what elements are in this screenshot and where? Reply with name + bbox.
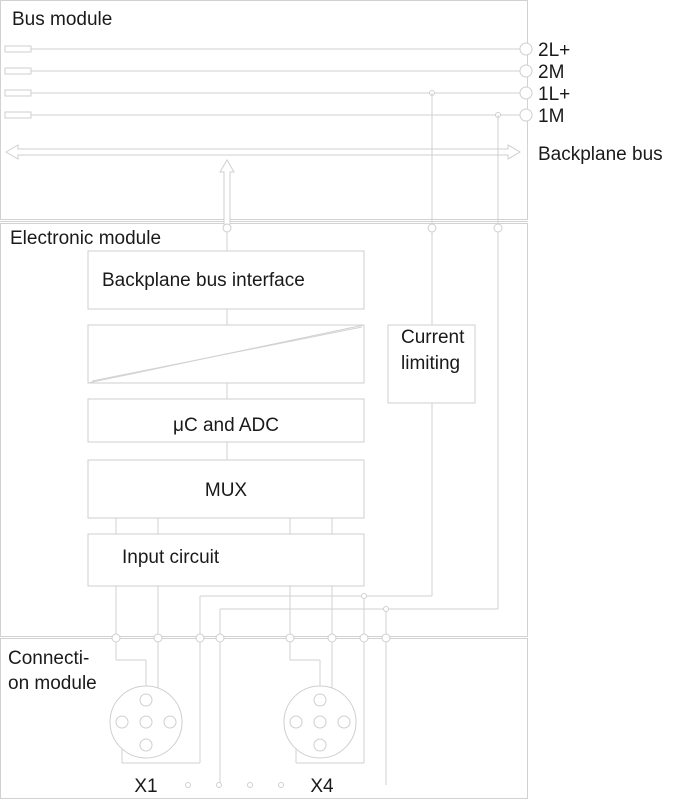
supply-distribution [199,593,498,634]
uc-adc-block [87,398,365,443]
rail-1l-terminal [519,86,533,100]
connector-ellipsis [185,782,284,788]
input-circuit-label: Input circuit [122,547,220,568]
rail-2m-terminal [519,64,533,78]
electronic-module-title: Electronic module [10,228,161,249]
bus-interface-block [87,250,365,310]
connection-module-title-line1: Connecti- [8,648,89,669]
backplane-bus-label: Backplane bus [538,144,663,165]
bus-module-title: Bus module [12,9,112,30]
uc-adc-label: μC and ADC [173,415,279,436]
backplane-bus-arrow [5,144,521,160]
x4-connector-icon [283,685,357,759]
connection-module-title-line2: on module [8,673,97,694]
mux-label: MUX [205,480,248,501]
current-limiting-label-line1: Current [401,327,465,348]
electronic-module-frame [0,223,528,637]
power-rails [4,42,533,122]
x4-label: X4 [310,776,334,797]
current-limiting-label-line2: limiting [401,353,460,374]
connection-module-frame [0,638,528,799]
rail-2l-terminal [519,42,533,56]
mux-input-links [115,518,333,534]
mux-block [87,459,365,519]
bus-interface-uplink [219,159,235,251]
rail-1m-label: 1M [538,106,564,127]
rail-1l-label: 1L+ [538,84,570,105]
rail-2m-label: 2M [538,62,564,83]
current-limiting-block [387,324,476,404]
supply-feeds [427,93,503,609]
x1-connector-icon [109,685,183,759]
bus-module-frame [0,0,528,220]
rail-1m-terminal [519,108,533,122]
rail-2l-label: 2L+ [538,40,570,61]
input-circuit-block [87,533,365,587]
bus-interface-label: Backplane bus interface [102,270,305,291]
x1-label: X1 [134,776,157,797]
signal-lines [115,586,333,634]
